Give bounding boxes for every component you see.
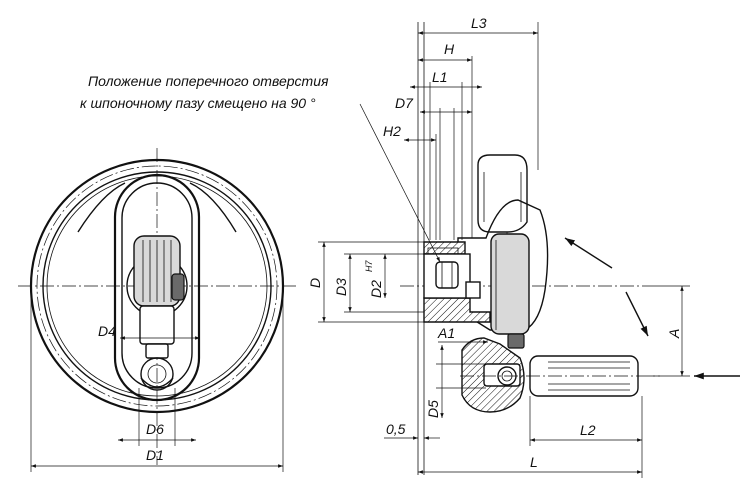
note-line-1: Положение поперечного отверстия	[88, 73, 329, 89]
rim-section-top	[477, 154, 528, 233]
a-label: A	[666, 329, 682, 339]
hub-small-rect	[465, 281, 481, 299]
front-view: D4 D6 D1	[18, 148, 296, 472]
l2-label: L2	[580, 422, 596, 438]
rim-pitch-circle	[36, 165, 278, 407]
l3-label: L3	[471, 15, 487, 31]
handle-pin-circle	[140, 357, 174, 391]
offset-label: 0,5	[386, 421, 406, 437]
d2-label: D2	[368, 280, 384, 298]
handle-hinge-block	[171, 273, 185, 301]
side-view: L3 H L1 D7 H2 D D3 D2 H7	[307, 15, 740, 478]
set-screw	[435, 261, 459, 289]
side-handle-cap	[507, 333, 525, 349]
handle-plate-inner	[121, 182, 193, 389]
dish-body	[457, 199, 549, 331]
note-leader	[359, 103, 441, 263]
l-label: L	[530, 454, 538, 470]
fold-arrow-up	[564, 237, 613, 269]
a1-label: A1	[437, 325, 455, 341]
handle-pin-loop	[140, 377, 174, 388]
keyway-slot	[427, 247, 459, 255]
d1-label: D1	[146, 447, 164, 463]
h-label: H	[444, 41, 455, 57]
d5-label: D5	[425, 400, 441, 418]
d6-label: D6	[146, 421, 164, 437]
rim-section-top-inner	[483, 172, 522, 222]
d7-label: D7	[395, 95, 414, 111]
side-handle-body	[490, 233, 530, 335]
d-label: D	[307, 278, 323, 288]
spoke-left	[77, 182, 126, 233]
handle-plate-outer	[113, 173, 201, 402]
h2-label: H2	[383, 123, 401, 139]
spoke-right	[189, 182, 237, 233]
handle-pin-inner	[147, 364, 167, 384]
d2-fit-label: H7	[364, 260, 374, 272]
l1-label: L1	[432, 69, 448, 85]
note-line-2: к шпоночному пазу смещено на 90 °	[80, 95, 316, 111]
hub-section-lower	[423, 297, 491, 323]
d4-label: D4	[98, 323, 116, 339]
fold-arrow-down	[625, 291, 649, 337]
handle-neck	[145, 343, 169, 359]
d3-label: D3	[333, 278, 349, 296]
rim-outer	[29, 158, 285, 414]
